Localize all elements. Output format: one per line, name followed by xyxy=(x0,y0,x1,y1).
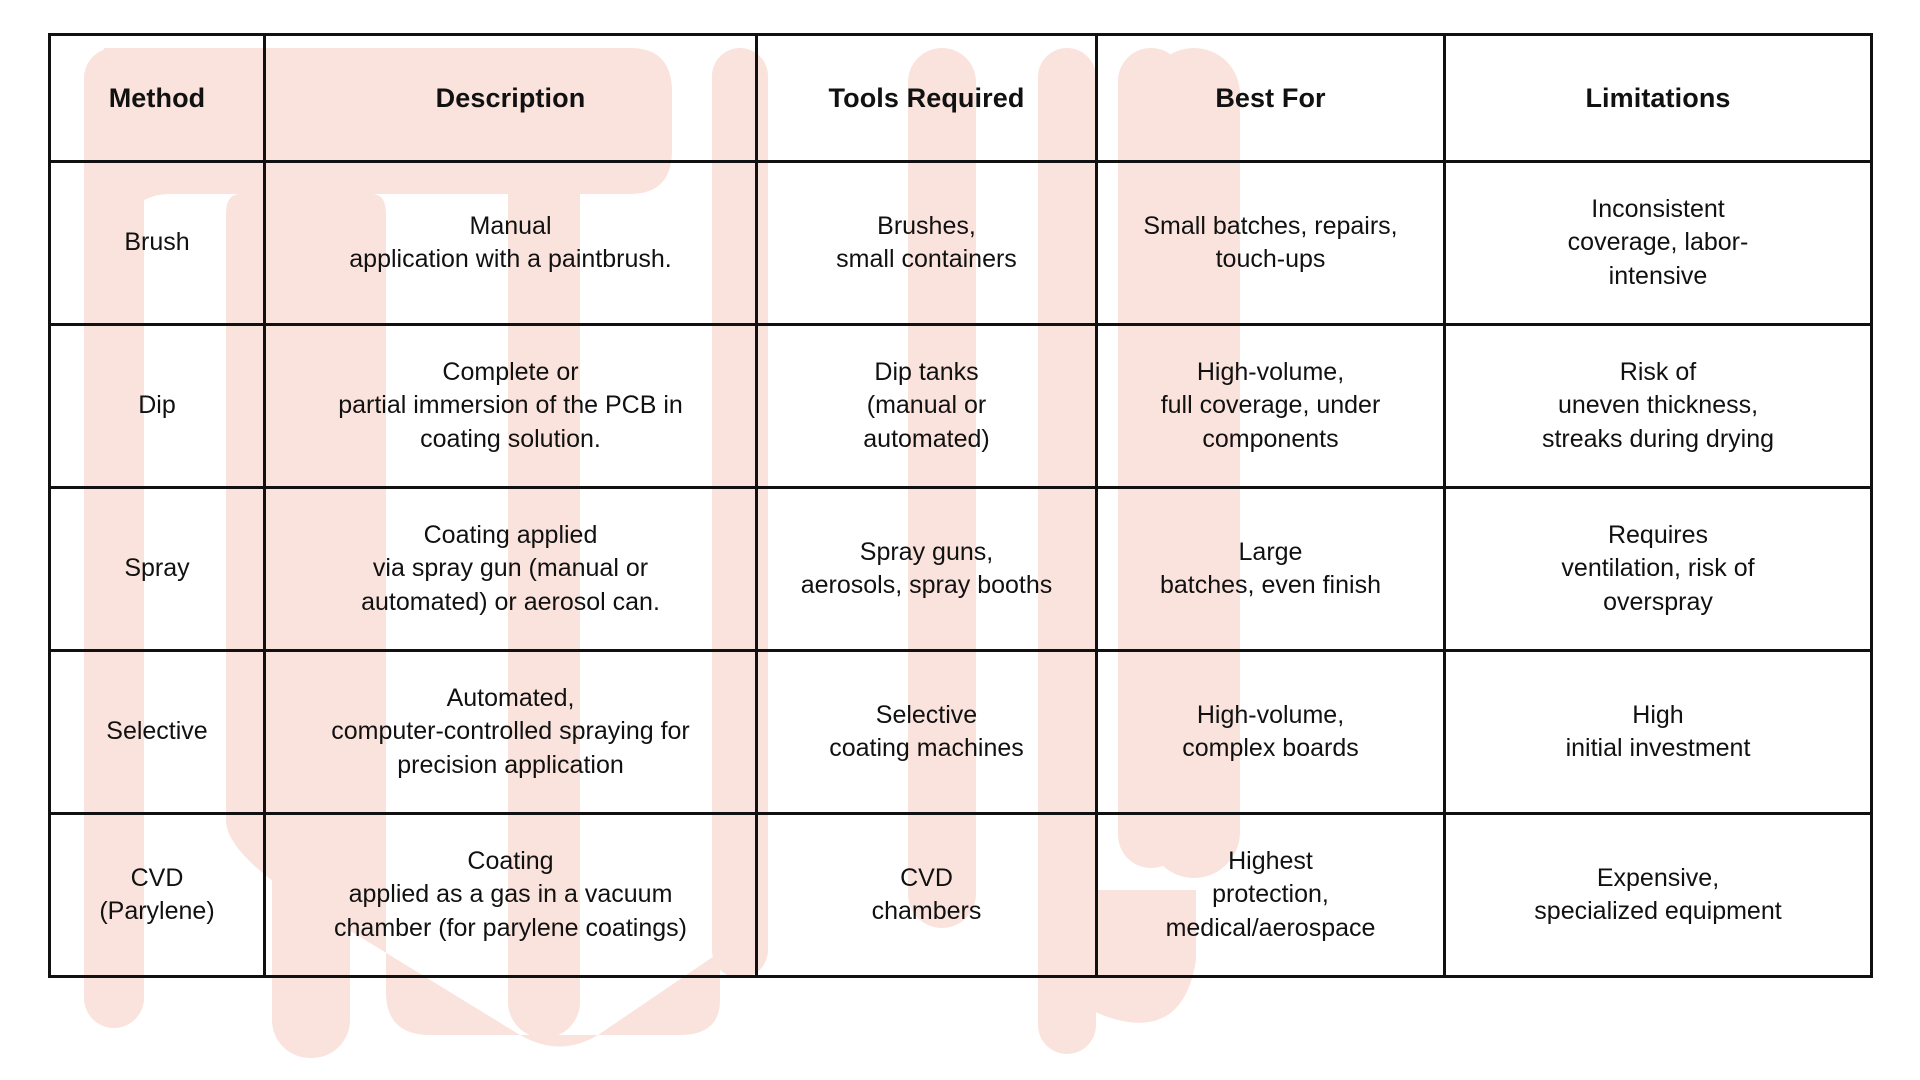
cell-tools: Brushes, small containers xyxy=(755,160,1098,326)
cell-limitations: Inconsistent coverage, labor- intensive xyxy=(1443,160,1873,326)
cell-method: Dip xyxy=(48,323,266,489)
column-header-tools: Tools Required xyxy=(755,33,1098,163)
cell-method: Selective xyxy=(48,649,266,815)
column-header-method: Method xyxy=(48,33,266,163)
cell-tools: Dip tanks (manual or automated) xyxy=(755,323,1098,489)
cell-limitations: Expensive, specialized equipment xyxy=(1443,812,1873,978)
cell-tools: Selective coating machines xyxy=(755,649,1098,815)
table-row: Brush Manual application with a paintbru… xyxy=(48,160,1873,326)
column-header-best-for: Best For xyxy=(1095,33,1446,163)
coating-methods-table: Method Description Tools Required Best F… xyxy=(48,33,1873,978)
table-header: Method Description Tools Required Best F… xyxy=(48,33,1873,163)
cell-method: Spray xyxy=(48,486,266,652)
cell-limitations: High initial investment xyxy=(1443,649,1873,815)
cell-best-for: High-volume, full coverage, under compon… xyxy=(1095,323,1446,489)
cell-limitations: Risk of uneven thickness, streaks during… xyxy=(1443,323,1873,489)
cell-description: Coating applied via spray gun (manual or… xyxy=(263,486,758,652)
table-row: Spray Coating applied via spray gun (man… xyxy=(48,486,1873,652)
table-body: Brush Manual application with a paintbru… xyxy=(48,160,1873,978)
cell-description: Complete or partial immersion of the PCB… xyxy=(263,323,758,489)
cell-best-for: Small batches, repairs, touch-ups xyxy=(1095,160,1446,326)
cell-tools: Spray guns, aerosols, spray booths xyxy=(755,486,1098,652)
cell-method: CVD (Parylene) xyxy=(48,812,266,978)
cell-description: Automated, computer-controlled spraying … xyxy=(263,649,758,815)
column-header-limitations: Limitations xyxy=(1443,33,1873,163)
table-row: CVD (Parylene) Coating applied as a gas … xyxy=(48,812,1873,978)
table-row: Dip Complete or partial immersion of the… xyxy=(48,323,1873,489)
cell-description: Manual application with a paintbrush. xyxy=(263,160,758,326)
cell-tools: CVD chambers xyxy=(755,812,1098,978)
cell-best-for: Highest protection, medical/aerospace xyxy=(1095,812,1446,978)
column-header-description: Description xyxy=(263,33,758,163)
table-row: Selective Automated, computer-controlled… xyxy=(48,649,1873,815)
cell-method: Brush xyxy=(48,160,266,326)
cell-best-for: High-volume, complex boards xyxy=(1095,649,1446,815)
cell-limitations: Requires ventilation, risk of overspray xyxy=(1443,486,1873,652)
cell-best-for: Large batches, even finish xyxy=(1095,486,1446,652)
header-row: Method Description Tools Required Best F… xyxy=(48,33,1873,163)
cell-description: Coating applied as a gas in a vacuum cha… xyxy=(263,812,758,978)
